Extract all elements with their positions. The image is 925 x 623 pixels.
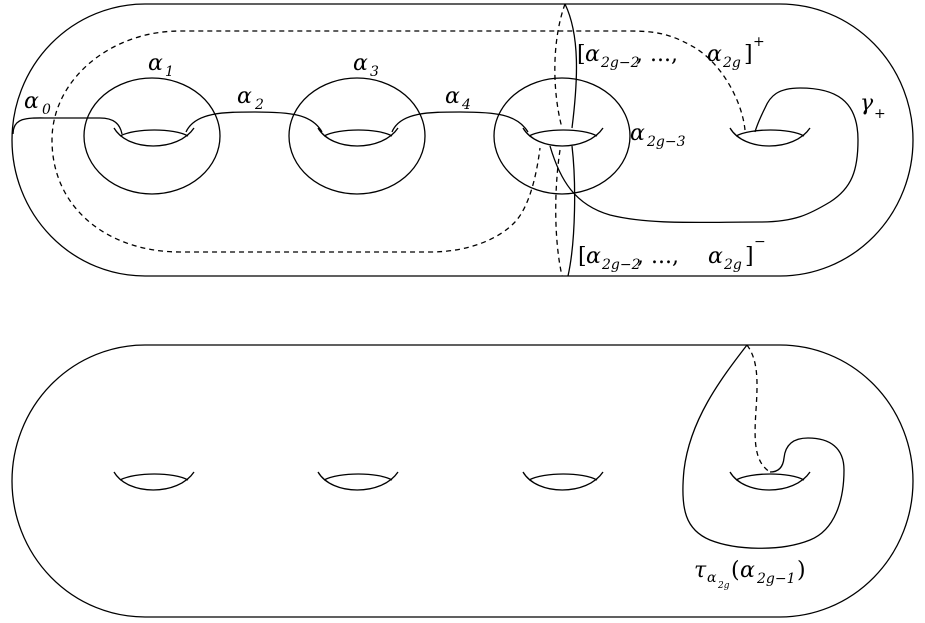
alpha2g3-curve [493,77,631,195]
svg-text:τ: τ [694,558,707,583]
svg-text:): ) [797,558,806,583]
big-dashed-loop [51,30,746,253]
top-hole-2 [317,127,399,147]
label-gamma-plus: γ + [860,91,886,122]
top-hole-4 [729,127,811,147]
alpha2-curve [185,111,323,133]
label-bracket-plus: [ α 2g−2 , ..., α 2g ] + [577,34,765,71]
bracket-minus-dashed [555,149,563,277]
bracket-plus-solid [564,3,578,129]
label-alpha2: α 2 [237,84,264,113]
svg-text:α: α [585,42,600,67]
svg-text:2g−2: 2g−2 [601,257,641,273]
svg-text:α: α [740,558,755,583]
svg-text:α: α [237,84,252,109]
alpha4-curve [391,111,529,133]
label-alpha1: α 1 [148,51,174,80]
svg-text:[: [ [577,42,586,67]
svg-text:α: α [586,244,601,269]
svg-text:2g−3: 2g−3 [646,134,686,150]
alpha1-curve [83,77,221,195]
bottom-hole-3 [522,471,604,491]
tau-curve-dashed [746,344,771,473]
svg-text:+: + [874,106,886,122]
top-surface [11,3,914,277]
alpha0-curve [12,117,123,135]
bottom-hole-2 [317,471,399,491]
svg-text:α: α [707,42,722,67]
svg-text:2g: 2g [722,55,741,71]
svg-text:2: 2 [254,97,264,113]
top-hole-1 [113,127,195,147]
label-alpha3: α 3 [353,51,379,80]
svg-text:+: + [753,34,765,50]
label-bracket-minus: [ α 2g−2 , ..., α 2g ] − [578,234,766,273]
bottom-hole-4 [729,471,811,491]
tau-curve-solid [682,344,845,549]
svg-text:α: α [707,570,717,586]
svg-text:(: ( [731,558,740,583]
bottom-surface [11,344,914,618]
svg-text:2g−2: 2g−2 [600,55,640,71]
bracket-plus-dashed [554,3,566,129]
svg-text:]: ] [745,244,754,269]
svg-text:α: α [353,51,368,76]
bracket-minus-solid [567,145,576,277]
svg-text:γ: γ [860,91,874,116]
svg-text:3: 3 [370,64,379,80]
svg-text:4: 4 [461,97,471,113]
svg-text:2g−1: 2g−1 [756,571,796,587]
label-alpha0: α 0 [24,89,51,118]
svg-text:α: α [630,121,645,146]
svg-text:0: 0 [42,102,51,118]
svg-text:α: α [148,51,163,76]
svg-text:α: α [445,84,460,109]
svg-text:]: ] [744,42,753,67]
top-hole-3 [522,127,604,147]
alpha3-curve [288,77,426,195]
top-surface-outline [11,3,914,277]
bottom-hole-1 [113,471,195,491]
label-tau: τ α 2g ( α 2g−1 ) [694,558,806,591]
svg-text:α: α [708,244,723,269]
bottom-surface-outline [11,344,914,618]
svg-text:[: [ [578,244,587,269]
svg-text:, ...,: , ..., [636,42,678,67]
svg-text:1: 1 [165,64,174,80]
label-alpha2g3: α 2g−3 [630,121,686,150]
svg-text:, ...,: , ..., [637,244,679,269]
svg-text:2g: 2g [723,257,742,273]
gamma-plus-curve [549,87,859,224]
label-alpha4: α 4 [445,84,471,113]
svg-text:2g: 2g [717,581,730,591]
svg-text:−: − [754,234,766,250]
svg-text:α: α [24,89,39,114]
